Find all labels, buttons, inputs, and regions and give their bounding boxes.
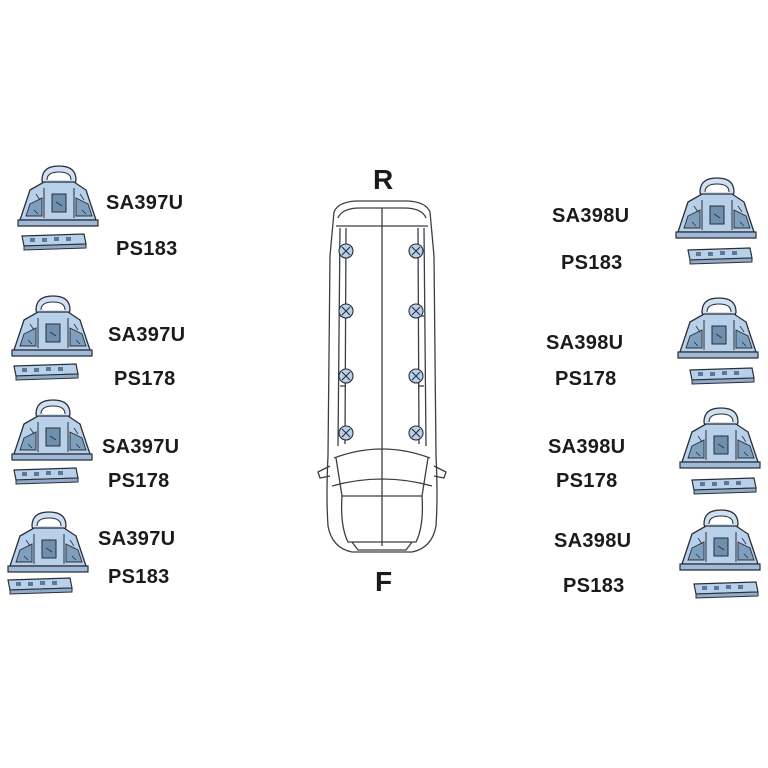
left-pad-2-part: PS178 (114, 368, 176, 390)
left-foot-3 (8, 398, 98, 494)
right-pad-1-part: PS183 (561, 252, 623, 274)
left-foot-2-part: SA397U (108, 324, 186, 346)
left-pad-3-part: PS178 (108, 470, 170, 492)
right-foot-4 (676, 508, 766, 608)
mount-point-rear-right (408, 243, 424, 259)
right-foot-2-part: SA398U (546, 332, 624, 354)
front-label: F (375, 566, 393, 597)
right-foot-1 (672, 176, 762, 272)
right-foot-3-part: SA398U (548, 436, 626, 458)
left-pad-4-part: PS183 (108, 566, 170, 588)
left-foot-2 (8, 294, 98, 390)
right-foot-2 (674, 296, 764, 392)
left-foot-1-part: SA397U (106, 192, 184, 214)
rear-label: R (373, 164, 394, 195)
mount-point-2-right (408, 303, 424, 319)
left-foot-1 (14, 164, 104, 260)
mount-point-2-left (338, 303, 354, 319)
left-foot-3-part: SA397U (102, 436, 180, 458)
right-pad-4-part: PS183 (563, 575, 625, 597)
right-pad-3-part: PS178 (556, 470, 618, 492)
right-pad-2-part: PS178 (555, 368, 617, 390)
van-top-view (317, 200, 447, 553)
left-pad-1-part: PS183 (116, 238, 178, 260)
left-foot-4-part: SA397U (98, 528, 176, 550)
right-foot-4-part: SA398U (554, 530, 632, 552)
left-foot-4 (4, 510, 94, 606)
mount-point-rear-left (338, 243, 354, 259)
mount-point-3-left (338, 368, 354, 384)
right-foot-1-part: SA398U (552, 205, 630, 227)
mount-point-front-left (338, 425, 354, 441)
right-foot-3 (676, 406, 766, 502)
mount-point-3-right (408, 368, 424, 384)
mount-point-front-right (408, 425, 424, 441)
